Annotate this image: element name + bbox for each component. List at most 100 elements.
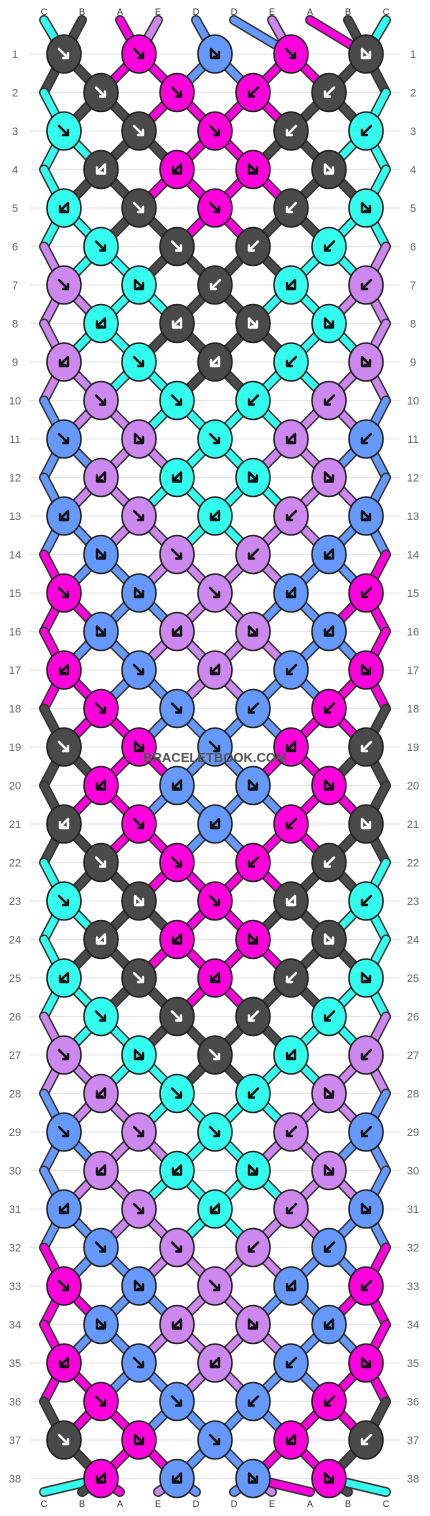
knot <box>311 380 347 421</box>
row-number-left: 21 <box>9 819 21 831</box>
arrow-right-turn-icon <box>95 625 107 637</box>
knot <box>348 1112 384 1152</box>
row-number-right: 10 <box>407 396 419 408</box>
arrow-left-turn-icon <box>209 663 221 676</box>
arrow-right-turn-icon <box>133 894 145 907</box>
arrow-down-right-icon <box>94 1241 107 1253</box>
knot <box>83 611 119 652</box>
row-number-right: 13 <box>407 511 419 523</box>
arrow-right-turn-icon <box>247 625 259 637</box>
knot <box>46 573 82 613</box>
arrow-down-left-icon <box>323 1010 336 1022</box>
knot <box>159 919 195 960</box>
arrow-left-turn-icon <box>285 278 297 291</box>
knot <box>46 1035 82 1075</box>
knot <box>159 996 195 1037</box>
arrow-left-turn-icon <box>95 1472 107 1484</box>
arrow-down-left-icon <box>323 856 336 868</box>
arrow-down-right-icon <box>57 1433 70 1446</box>
arrow-down-right-icon <box>208 1279 221 1292</box>
arrow-down-right-icon <box>57 740 70 753</box>
arrow-right-turn-icon <box>360 47 372 60</box>
knot <box>311 688 347 729</box>
row-number-left: 19 <box>9 742 21 754</box>
arrow-down-right-icon <box>208 1125 221 1138</box>
knot <box>197 1266 233 1306</box>
row-number-right: 35 <box>407 1358 419 1370</box>
knot <box>197 1112 233 1152</box>
arrow-left-turn-icon <box>209 355 221 368</box>
knot <box>46 265 82 305</box>
knot <box>235 996 271 1037</box>
row-number-right: 29 <box>407 1127 419 1139</box>
arrow-down-right-icon <box>170 1010 183 1022</box>
strand-label-top: E <box>269 7 275 17</box>
arrow-left-turn-icon <box>171 625 183 637</box>
row-number-left: 34 <box>9 1320 21 1332</box>
knot <box>46 34 82 74</box>
row-number-left: 9 <box>12 357 18 369</box>
knot <box>159 1458 195 1499</box>
knot <box>273 1112 309 1152</box>
knot <box>235 1304 271 1345</box>
knot <box>235 457 271 498</box>
arrow-down-left-icon <box>247 1087 260 1099</box>
arrow-down-left-icon <box>285 124 298 137</box>
arrow-down-right-icon <box>132 663 145 676</box>
arrow-down-right-icon <box>170 394 183 406</box>
knot <box>159 611 195 652</box>
arrow-down-right-icon <box>170 240 183 252</box>
knot <box>197 34 233 74</box>
arrow-right-turn-icon <box>323 779 335 791</box>
arrow-down-right-icon <box>170 548 183 560</box>
knot <box>235 1381 271 1422</box>
arrow-down-left-icon <box>285 1125 298 1138</box>
knot <box>83 1458 119 1499</box>
arrow-down-left-icon <box>247 548 260 560</box>
arrow-down-right-icon <box>208 1048 221 1061</box>
knot <box>311 996 347 1037</box>
knot <box>121 1420 157 1460</box>
knot <box>159 380 195 421</box>
arrow-right-turn-icon <box>133 1433 145 1446</box>
knot <box>273 1343 309 1383</box>
knot <box>159 688 195 729</box>
knot <box>83 842 119 883</box>
knot <box>83 688 119 729</box>
arrow-right-turn-icon <box>360 509 372 522</box>
knot <box>46 804 82 844</box>
knot <box>121 804 157 844</box>
row-number-left: 3 <box>12 126 18 138</box>
knot <box>83 1381 119 1422</box>
arrow-right-turn-icon <box>133 432 145 445</box>
arrow-down-left-icon <box>285 1356 298 1369</box>
knot <box>83 303 119 344</box>
row-number-left: 14 <box>9 550 21 562</box>
knot <box>348 1420 384 1460</box>
row-number-right: 17 <box>407 665 419 677</box>
knot <box>83 149 119 190</box>
arrow-down-left-icon <box>247 1241 260 1253</box>
strand-label-bottom: D <box>231 1499 238 1509</box>
arrow-left-turn-icon <box>58 1356 70 1369</box>
arrow-left-turn-icon <box>171 1472 183 1484</box>
arrow-down-right-icon <box>132 971 145 984</box>
arrow-down-left-icon <box>285 1202 298 1215</box>
knot <box>273 573 309 613</box>
knot <box>348 804 384 844</box>
knot <box>348 342 384 382</box>
row-number-right: 3 <box>410 126 416 138</box>
row-number-right: 25 <box>407 973 419 985</box>
knot <box>235 149 271 190</box>
knot <box>348 573 384 613</box>
strand-label-top: D <box>193 7 200 17</box>
row-number-right: 28 <box>407 1089 419 1101</box>
arrow-down-left-icon <box>247 702 260 714</box>
knot <box>348 958 384 998</box>
knot <box>46 1189 82 1229</box>
row-number-right: 24 <box>407 935 419 947</box>
row-number-left: 30 <box>9 1166 21 1178</box>
knot <box>311 72 347 113</box>
arrow-right-turn-icon <box>247 1472 259 1484</box>
